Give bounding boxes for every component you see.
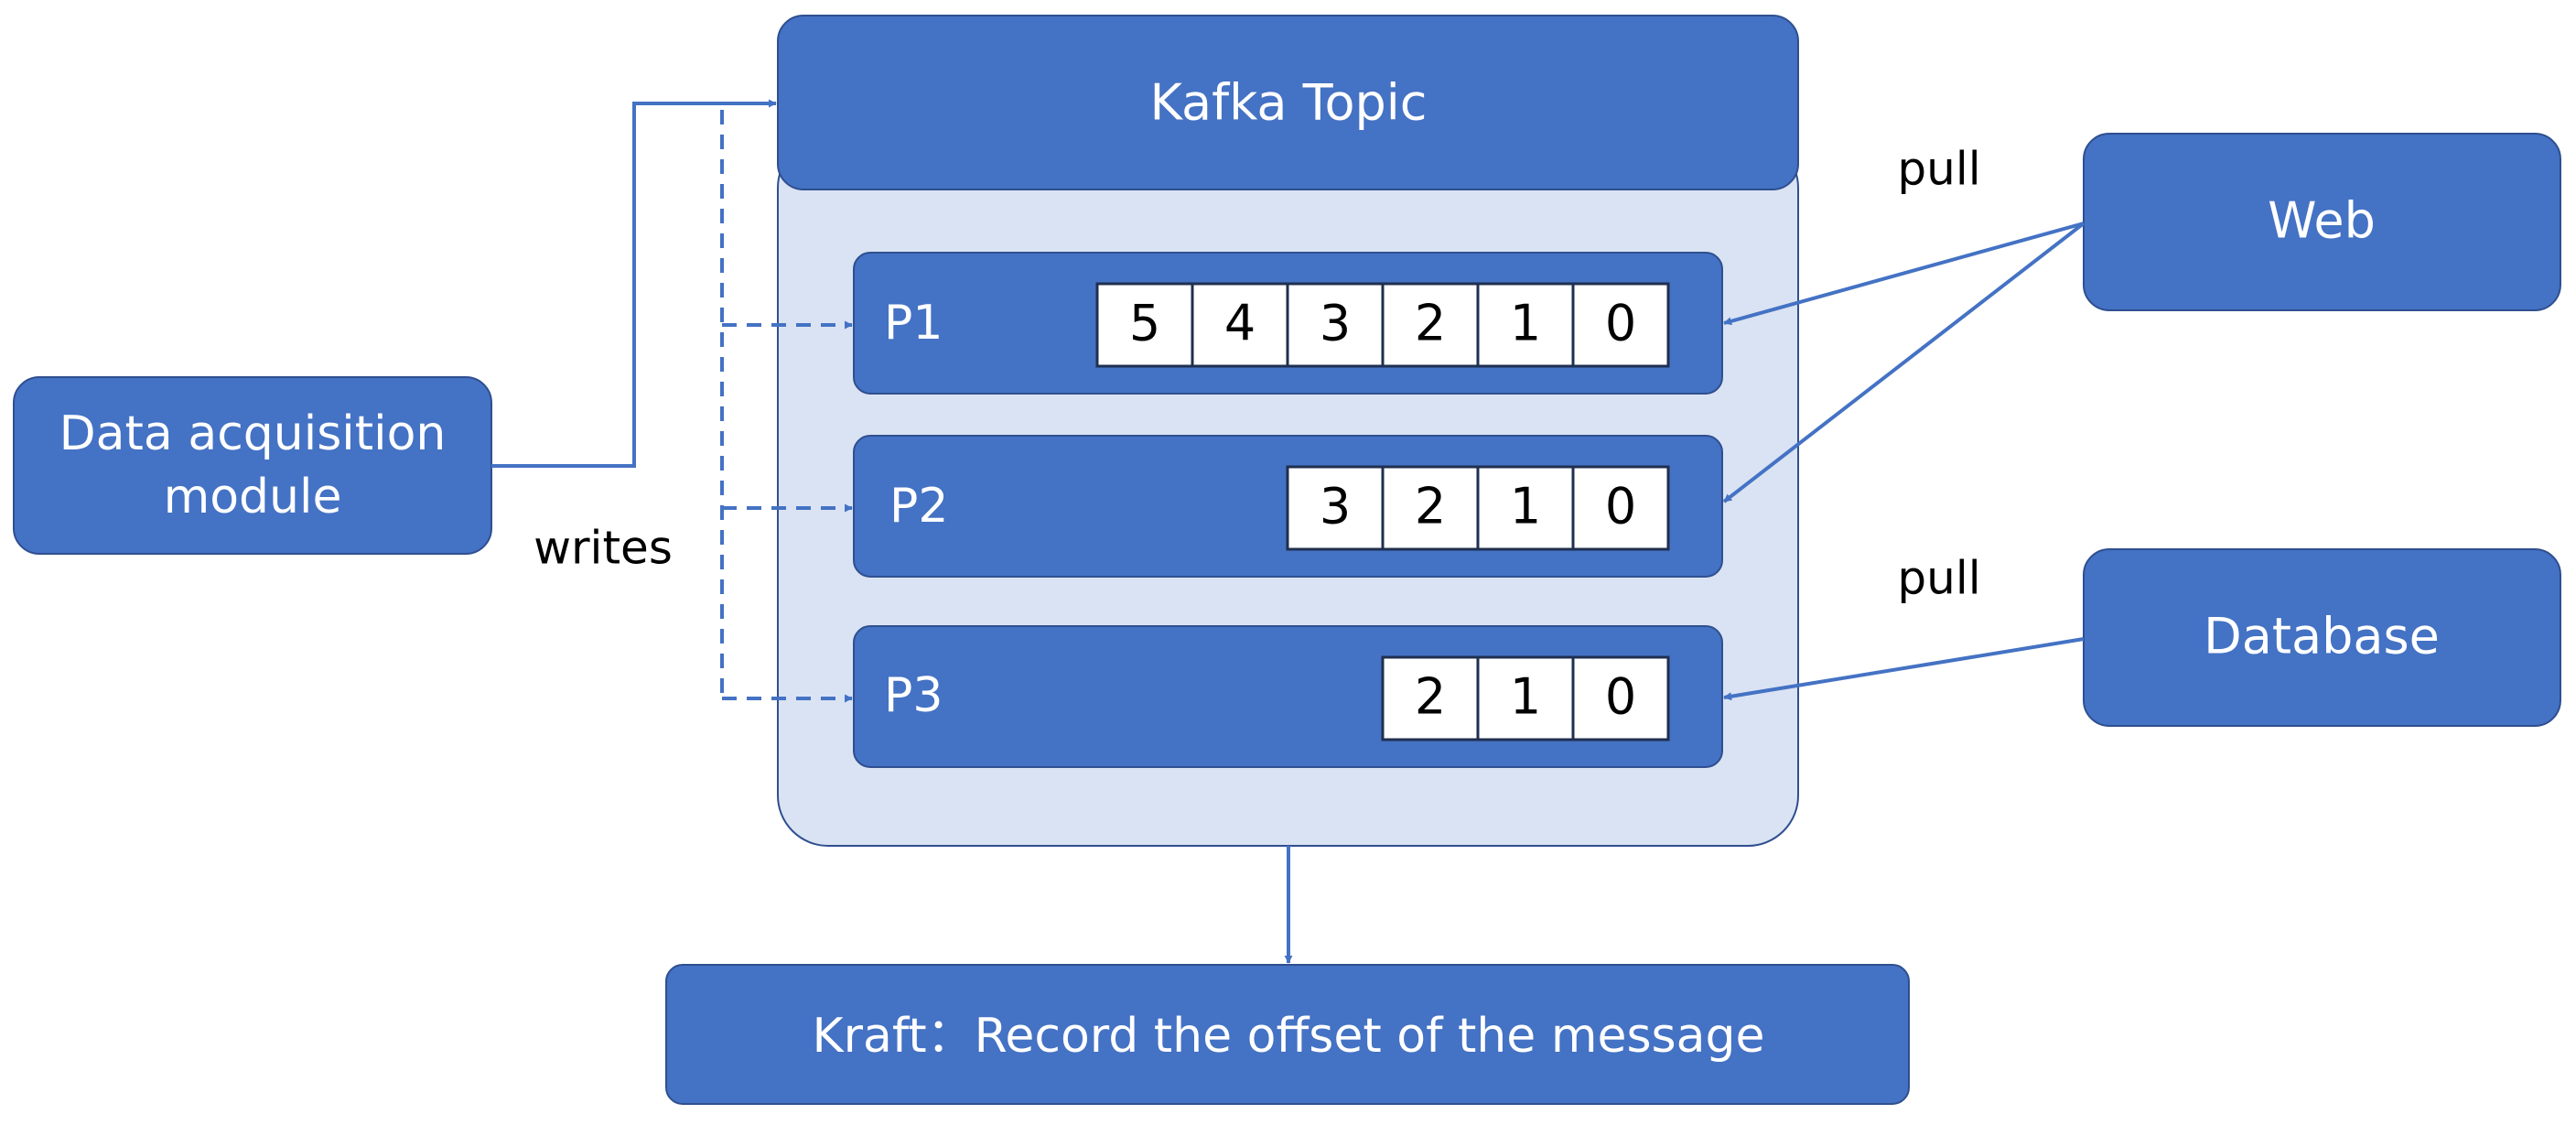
offset-cell bbox=[1571, 282, 1670, 368]
partition-p2: P2 3 2 1 0 bbox=[853, 435, 1723, 578]
writes-label: writes bbox=[534, 522, 673, 575]
offset-value: 0 bbox=[1605, 478, 1636, 535]
data-acquisition-module-box bbox=[13, 376, 492, 555]
database-pull-arrow-p3 bbox=[1723, 637, 2085, 701]
offset-cell bbox=[1571, 655, 1670, 741]
offset-cell bbox=[1191, 282, 1289, 368]
offset-cell bbox=[1476, 282, 1575, 368]
offset-value: 5 bbox=[1129, 295, 1160, 352]
offset-value: 2 bbox=[1415, 295, 1446, 352]
kraft-box bbox=[665, 964, 1910, 1105]
offset-value: 1 bbox=[1510, 478, 1541, 535]
offset-cell bbox=[1286, 465, 1385, 551]
offset-value: 3 bbox=[1320, 295, 1351, 352]
partition-p2-offsets: 3 2 1 0 bbox=[1286, 465, 1670, 551]
partition-p3: P3 2 1 0 bbox=[853, 625, 1723, 768]
kraft-label: Kraft：Record the offset of the message bbox=[812, 1009, 1764, 1064]
offset-value: 2 bbox=[1415, 668, 1446, 726]
web-consumer-box bbox=[2083, 133, 2561, 311]
offset-value: 4 bbox=[1224, 295, 1256, 352]
offset-value: 2 bbox=[1415, 478, 1446, 535]
web-consumer-label: Web bbox=[2268, 192, 2376, 250]
partition-p3-offsets: 2 1 0 bbox=[1381, 655, 1670, 741]
offset-cell bbox=[1476, 465, 1575, 551]
kafka-topic-title: Kafka Topic bbox=[1150, 74, 1428, 132]
offset-value: 1 bbox=[1510, 668, 1541, 726]
offset-cell bbox=[1381, 655, 1480, 741]
data-acquisition-module-label-line1: Data acquisition bbox=[59, 406, 447, 461]
offset-value: 1 bbox=[1510, 295, 1541, 352]
partition-p1-label: P1 bbox=[884, 296, 943, 351]
partition-p1-offsets: 5 4 3 2 1 0 bbox=[1095, 282, 1670, 368]
web-pull-label: pull bbox=[1897, 143, 1980, 196]
partition-p3-label: P3 bbox=[884, 668, 943, 723]
source-to-topic-arrow bbox=[491, 99, 777, 468]
partition-p2-label: P2 bbox=[889, 479, 948, 534]
offset-cell bbox=[1571, 465, 1670, 551]
database-consumer-box bbox=[2083, 548, 2561, 727]
offset-cell bbox=[1476, 655, 1575, 741]
offset-cell bbox=[1286, 282, 1385, 368]
database-consumer-label: Database bbox=[2204, 608, 2440, 665]
partition-p1: P1 5 4 3 2 1 0 bbox=[853, 252, 1723, 395]
offset-value: 3 bbox=[1320, 478, 1351, 535]
data-acquisition-module-label-line2: module bbox=[164, 470, 342, 525]
kafka-topic-header bbox=[777, 15, 1799, 190]
database-pull-label: pull bbox=[1897, 552, 1980, 605]
offset-value: 0 bbox=[1605, 295, 1636, 352]
offset-value: 0 bbox=[1605, 668, 1636, 726]
web-pull-arrow-p2 bbox=[1722, 222, 2086, 503]
offset-cell bbox=[1381, 282, 1480, 368]
web-pull-arrow-p1 bbox=[1723, 222, 2085, 326]
